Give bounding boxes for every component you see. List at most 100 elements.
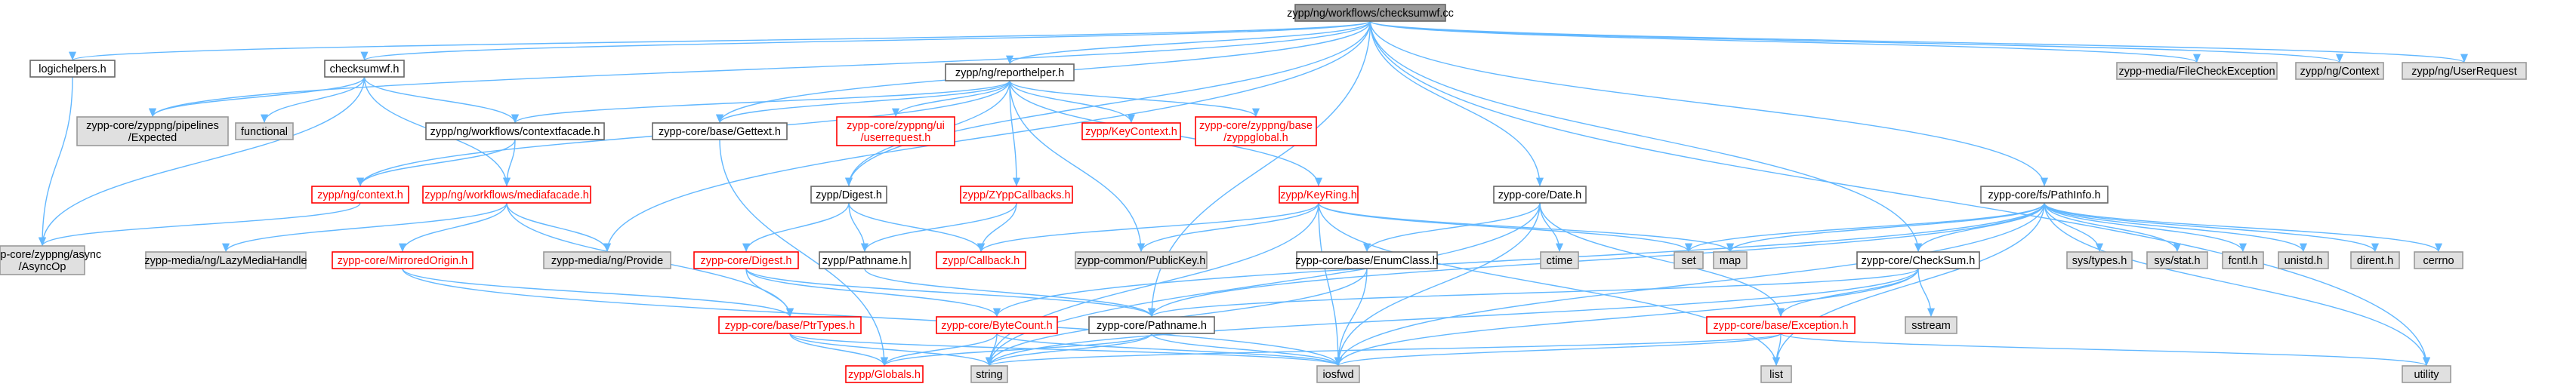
node-box[interactable] (145, 251, 307, 269)
node-logichelpers[interactable]: logichelpers.h (29, 60, 116, 78)
node-userrequest[interactable]: zypp/ng/UserRequest (2402, 62, 2527, 80)
node-box[interactable] (2146, 251, 2208, 269)
node-iosfwd[interactable]: iosfwd (1316, 365, 1360, 383)
node-box[interactable] (718, 316, 862, 334)
node-mediafacade[interactable]: zypp/ng/workflows/mediafacade.h (422, 186, 591, 204)
node-box[interactable] (2350, 251, 2400, 269)
node-digest_h[interactable]: zypp/Digest.h (810, 186, 887, 204)
node-box[interactable] (311, 186, 409, 204)
node-box[interactable] (810, 186, 887, 204)
node-box[interactable] (425, 122, 605, 140)
node-root[interactable]: zypp/ng/workflows/checksumwf.cc (1287, 4, 1454, 22)
node-box[interactable] (1493, 186, 1587, 204)
node-box[interactable] (2066, 251, 2133, 269)
node-box[interactable] (1856, 251, 1980, 269)
node-reporthelper[interactable]: zypp/ng/reporthelper.h (945, 63, 1075, 81)
node-box[interactable] (1760, 365, 1792, 383)
node-mirroredorigin[interactable]: zypp-core/MirroredOrigin.h (332, 251, 474, 269)
node-ptrtypes[interactable]: zypp-core/base/PtrTypes.h (718, 316, 862, 334)
node-box[interactable] (1294, 4, 1446, 22)
node-ctime[interactable]: ctime (1540, 251, 1579, 269)
node-box[interactable] (1980, 186, 2109, 204)
node-box[interactable] (2402, 62, 2527, 80)
node-box[interactable] (1706, 316, 1856, 334)
node-cerrno[interactable]: cerrno (2414, 251, 2463, 269)
node-coredigest[interactable]: zypp-core/Digest.h (693, 251, 799, 269)
node-box[interactable] (0, 245, 85, 275)
node-box[interactable] (936, 316, 1058, 334)
node-box[interactable] (1195, 116, 1317, 146)
node-unistd[interactable]: unistd.h (2278, 251, 2329, 269)
node-box[interactable] (235, 122, 294, 140)
node-enumclass[interactable]: zypp-core/base/EnumClass.h (1295, 251, 1439, 269)
node-box[interactable] (836, 116, 955, 146)
node-provide[interactable]: zypp-media/ng/Provide (543, 251, 671, 269)
node-box[interactable] (1674, 251, 1704, 269)
node-callback[interactable]: zypp/Callback.h (936, 251, 1026, 269)
node-dirent[interactable]: dirent.h (2350, 251, 2400, 269)
node-pathinfo[interactable]: zypp-core/fs/PathInfo.h (1980, 186, 2109, 204)
node-corepathname[interactable]: zypp-core/Pathname.h (1088, 316, 1215, 334)
node-checksumwf_h[interactable]: checksumwf.h (324, 60, 405, 78)
node-box[interactable] (2116, 62, 2278, 80)
node-set[interactable]: set (1674, 251, 1704, 269)
node-box[interactable] (1540, 251, 1579, 269)
node-map[interactable]: map (1713, 251, 1748, 269)
node-fcntl[interactable]: fcntl.h (2222, 251, 2264, 269)
node-box[interactable] (543, 251, 671, 269)
node-sysstat[interactable]: sys/stat.h (2146, 251, 2208, 269)
node-globals[interactable]: zypp/Globals.h (845, 365, 924, 383)
node-asyncop[interactable]: zypp-core/zyppng/async/AsyncOp (0, 245, 101, 275)
node-pipelines_expected[interactable]: zypp-core/zyppng/pipelines/Expected (76, 116, 229, 146)
node-list[interactable]: list (1760, 365, 1792, 383)
node-box[interactable] (945, 63, 1075, 81)
node-box[interactable] (2295, 62, 2384, 80)
node-box[interactable] (332, 251, 474, 269)
node-box[interactable] (936, 251, 1026, 269)
node-box[interactable] (1088, 316, 1215, 334)
node-box[interactable] (324, 60, 405, 78)
node-box[interactable] (1296, 251, 1438, 269)
node-lazymedia[interactable]: zypp-media/ng/LazyMediaHandle (144, 251, 307, 269)
node-filecheckexc[interactable]: zypp-media/FileCheckException (2116, 62, 2278, 80)
node-box[interactable] (2222, 251, 2264, 269)
node-box[interactable] (845, 365, 924, 383)
node-box[interactable] (422, 186, 591, 204)
node-string[interactable]: string (970, 365, 1008, 383)
node-checksum[interactable]: zypp-core/CheckSum.h (1856, 251, 1980, 269)
node-box[interactable] (2414, 251, 2463, 269)
node-keycontext[interactable]: zypp/KeyContext.h (1081, 122, 1181, 140)
node-pathname_zypp[interactable]: zypp/Pathname.h (819, 251, 911, 269)
node-box[interactable] (970, 365, 1008, 383)
node-zyppcallbacks[interactable]: zypp/ZYppCallbacks.h (960, 186, 1073, 204)
node-box[interactable] (960, 186, 1073, 204)
node-publickey[interactable]: zypp-common/PublicKey.h (1075, 251, 1208, 269)
node-box[interactable] (1713, 251, 1748, 269)
node-box[interactable] (76, 116, 229, 146)
node-box[interactable] (1279, 186, 1359, 204)
node-contextfacade[interactable]: zypp/ng/workflows/contextfacade.h (425, 122, 605, 140)
node-sstream[interactable]: sstream (1905, 316, 1957, 334)
node-box[interactable] (1081, 122, 1181, 140)
node-box[interactable] (29, 60, 116, 78)
node-gettext[interactable]: zypp-core/base/Gettext.h (652, 122, 788, 140)
node-functional[interactable]: functional (235, 122, 294, 140)
node-bytecount[interactable]: zypp-core/ByteCount.h (936, 316, 1058, 334)
node-ui_userrequest[interactable]: zypp-core/zyppng/ui/userrequest.h (836, 116, 955, 146)
node-systypes[interactable]: sys/types.h (2066, 251, 2133, 269)
node-zyppglobal[interactable]: zypp-core/zyppng/base/zyppglobal.h (1195, 116, 1317, 146)
node-ngcontext_h[interactable]: zypp/ng/context.h (311, 186, 409, 204)
node-ngcontext[interactable]: zypp/ng/Context (2295, 62, 2384, 80)
node-box[interactable] (693, 251, 799, 269)
node-box[interactable] (819, 251, 911, 269)
node-utility[interactable]: utility (2402, 365, 2451, 383)
node-keyring[interactable]: zypp/KeyRing.h (1279, 186, 1359, 204)
node-box[interactable] (1075, 251, 1208, 269)
node-box[interactable] (1905, 316, 1957, 334)
node-date[interactable]: zypp-core/Date.h (1493, 186, 1587, 204)
node-box[interactable] (1316, 365, 1360, 383)
node-exception[interactable]: zypp-core/base/Exception.h (1706, 316, 1856, 334)
node-box[interactable] (652, 122, 788, 140)
node-box[interactable] (2278, 251, 2329, 269)
node-box[interactable] (2402, 365, 2451, 383)
